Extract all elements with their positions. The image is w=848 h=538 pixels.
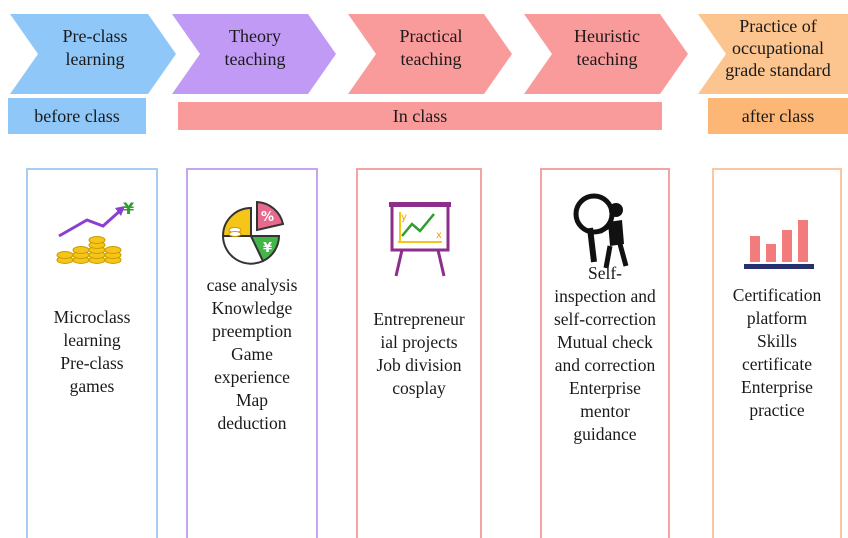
phase-in-label: In class (392, 105, 448, 126)
magnifier-person-icon (542, 180, 668, 280)
presentation-board-icon: y x (358, 184, 480, 284)
rising-coins-icon: ¥ (28, 184, 156, 284)
bar-chart-icon (714, 184, 840, 284)
phase-before-class: before class (8, 98, 146, 134)
phase-in-class: In class (178, 102, 662, 130)
yen-symbol: ¥ (123, 199, 134, 218)
phase-before-label: before class (34, 105, 120, 126)
chevron-heuristic (524, 14, 688, 94)
chevron-practice (698, 14, 848, 94)
yen-symbol: ¥ (263, 241, 272, 256)
chevron-practical (348, 14, 512, 94)
chevron-theory (172, 14, 336, 94)
percent-symbol: % (261, 210, 274, 225)
pie-chart-icon: % ¥ (188, 184, 316, 284)
chevron-pre-class (10, 14, 176, 94)
phase-after-label: after class (741, 105, 815, 126)
phase-after-class: after class (708, 98, 848, 134)
svg-text:x: x (436, 230, 442, 241)
svg-text:y: y (401, 212, 407, 223)
process-chevrons (10, 14, 848, 94)
